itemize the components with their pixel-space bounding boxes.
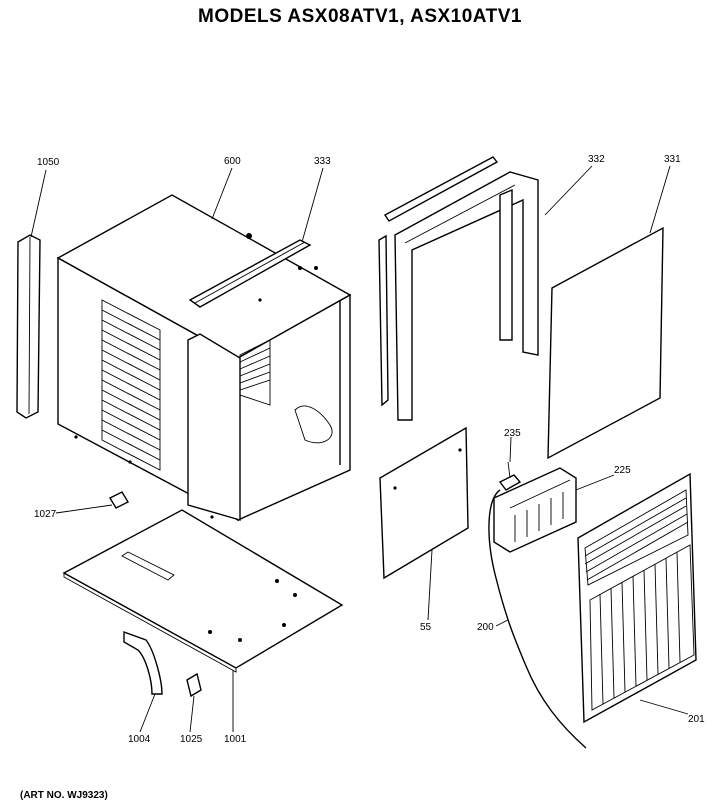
page-title: MODELS ASX08ATV1, ASX10ATV1 bbox=[198, 6, 522, 27]
part-1025-clip[interactable] bbox=[186, 672, 202, 698]
callout-1025: 1025 bbox=[180, 734, 203, 745]
part-331-panel[interactable] bbox=[547, 226, 664, 460]
part-600-cabinet[interactable] bbox=[56, 194, 352, 522]
callout-201: 201 bbox=[688, 714, 705, 725]
part-201-front-grille[interactable] bbox=[577, 472, 697, 724]
callout-333: 333 bbox=[314, 156, 331, 167]
part-333-top-rail[interactable] bbox=[188, 239, 318, 308]
callout-1027: 1027 bbox=[34, 509, 57, 520]
callout-225: 225 bbox=[614, 465, 631, 476]
callout-332: 332 bbox=[588, 154, 605, 165]
callout-1004: 1004 bbox=[128, 734, 151, 745]
part-235-switch[interactable] bbox=[498, 461, 522, 491]
part-1050-seal-strip[interactable] bbox=[16, 234, 41, 419]
callout-1050: 1050 bbox=[37, 157, 60, 168]
part-1027-bracket[interactable] bbox=[109, 491, 129, 509]
art-number: (ART NO. WJ9323) bbox=[20, 790, 108, 801]
part-200-wire-harness[interactable] bbox=[488, 489, 587, 749]
callout-200: 200 bbox=[477, 622, 494, 633]
part-225-control-module[interactable] bbox=[493, 467, 577, 553]
part-55-access-panel[interactable] bbox=[379, 426, 469, 580]
callout-235: 235 bbox=[504, 428, 521, 439]
part-332-frame-gasket[interactable] bbox=[378, 156, 539, 421]
callout-1001: 1001 bbox=[224, 734, 247, 745]
callout-55: 55 bbox=[420, 622, 432, 633]
callout-labels: 1050 600 333 332 331 1027 235 225 55 200… bbox=[34, 154, 705, 745]
callout-600: 600 bbox=[224, 156, 241, 167]
part-1001-base-pan[interactable] bbox=[62, 509, 344, 673]
leader-lines bbox=[30, 165, 689, 733]
part-1004-bracket[interactable] bbox=[123, 631, 163, 695]
callout-331: 331 bbox=[664, 154, 681, 165]
cabinet-side-louvers bbox=[101, 299, 161, 471]
